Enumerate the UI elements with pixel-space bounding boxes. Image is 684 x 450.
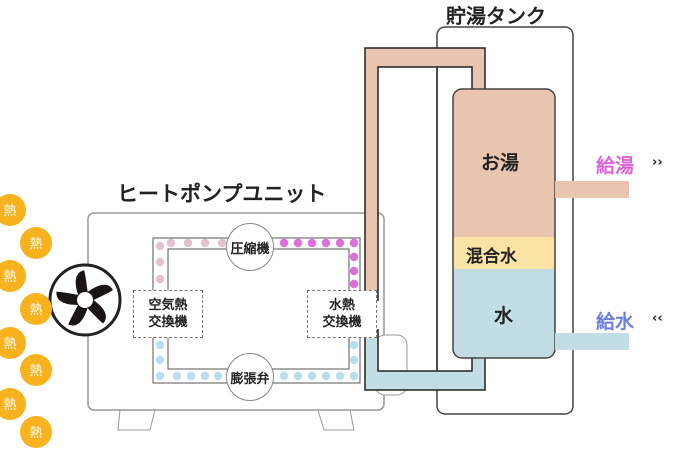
refrigerant-dot <box>349 238 359 248</box>
refrigerant-dot <box>217 238 227 248</box>
heat-ball-label: 熱 <box>29 237 42 252</box>
refrigerant-dot <box>166 238 176 248</box>
water-supply-arrow-icon: ‹‹ <box>652 311 663 326</box>
refrigerant-dot <box>155 257 165 267</box>
refrigerant-dot <box>155 355 165 365</box>
heat-ball-label: 熱 <box>3 204 16 219</box>
water-hx-line2: 交換機 <box>322 315 362 330</box>
air-hx-line2: 交換機 <box>148 315 188 330</box>
heat-ball: 熱 <box>20 416 52 448</box>
heat-ball-label: 熱 <box>3 337 16 352</box>
refrigerant-dot <box>321 371 331 381</box>
unit-foot-right <box>317 409 355 431</box>
refrigerant-dot <box>155 371 165 381</box>
heat-ball: 熱 <box>0 194 26 226</box>
refrigerant-dot <box>293 371 303 381</box>
expansion-valve: 膨張弁 <box>226 353 274 401</box>
refrigerant-dot <box>200 371 210 381</box>
refrigerant-dot <box>349 252 359 262</box>
refrigerant-dot <box>321 238 331 248</box>
storage-tank-title: 貯湯タンク <box>446 4 546 28</box>
refrigerant-dot <box>307 371 317 381</box>
refrigerant-dot <box>155 340 165 350</box>
refrigerant-dot <box>155 274 165 284</box>
heat-ball: 熱 <box>20 227 52 259</box>
refrigerant-dot <box>155 241 165 251</box>
heat-ball-label: 熱 <box>29 303 42 318</box>
water-supply-label: 給水 <box>596 311 635 333</box>
heat-ball: 熱 <box>20 293 52 325</box>
refrigerant-dot <box>183 238 193 248</box>
cold-water-layer <box>453 269 555 358</box>
refrigerant-dot <box>279 371 289 381</box>
refrigerant-dot <box>349 279 359 289</box>
heat-ball: 熱 <box>20 354 52 386</box>
refrigerant-dot <box>349 371 359 381</box>
hot-outlet-pipe <box>555 181 629 198</box>
refrigerant-dot <box>307 238 317 248</box>
refrigerant-dot <box>213 371 223 381</box>
heat-ball-label: 熱 <box>3 270 16 285</box>
water-heat-exchanger: 水熱 交換機 <box>307 290 377 338</box>
refrigerant-dot <box>349 340 359 350</box>
heat-ball-label: 熱 <box>29 426 42 441</box>
heat-ball: 熱 <box>0 260 26 292</box>
compressor: 圧縮機 <box>226 223 274 271</box>
hot-water-label: お湯 <box>481 152 520 174</box>
heat-pump-unit-title: ヒートポンプユニット <box>117 182 327 206</box>
heat-ball: 熱 <box>0 327 26 359</box>
mixed-water-layer <box>453 237 555 269</box>
heat-ball: 熱 <box>0 388 26 420</box>
refrigerant-dot <box>335 371 345 381</box>
refrigerant-dot <box>349 266 359 276</box>
heat-ball-label: 熱 <box>29 364 42 379</box>
refrigerant-dot <box>293 238 303 248</box>
refrigerant-dot <box>279 238 289 248</box>
refrigerant-dot <box>349 355 359 365</box>
hot-water-layer <box>453 89 555 237</box>
mixed-water-label: 混合水 <box>466 247 517 267</box>
hot-supply-arrow-icon: ›› <box>652 155 663 170</box>
air-heat-exchanger: 空気熱 交換機 <box>133 290 203 338</box>
refrigerant-dot <box>335 238 345 248</box>
unit-foot-left <box>117 409 156 431</box>
heat-ball-label: 熱 <box>3 398 16 413</box>
refrigerant-dot <box>200 238 210 248</box>
hot-supply-label: 給湯 <box>596 155 635 177</box>
cold-inlet-pipe <box>555 333 629 350</box>
water-label: 水 <box>494 305 514 327</box>
water-hx-line1: 水熱 <box>328 298 355 313</box>
fan-icon <box>48 263 122 337</box>
air-hx-line1: 空気熱 <box>148 298 188 313</box>
refrigerant-dot <box>186 371 196 381</box>
refrigerant-dot <box>172 371 182 381</box>
